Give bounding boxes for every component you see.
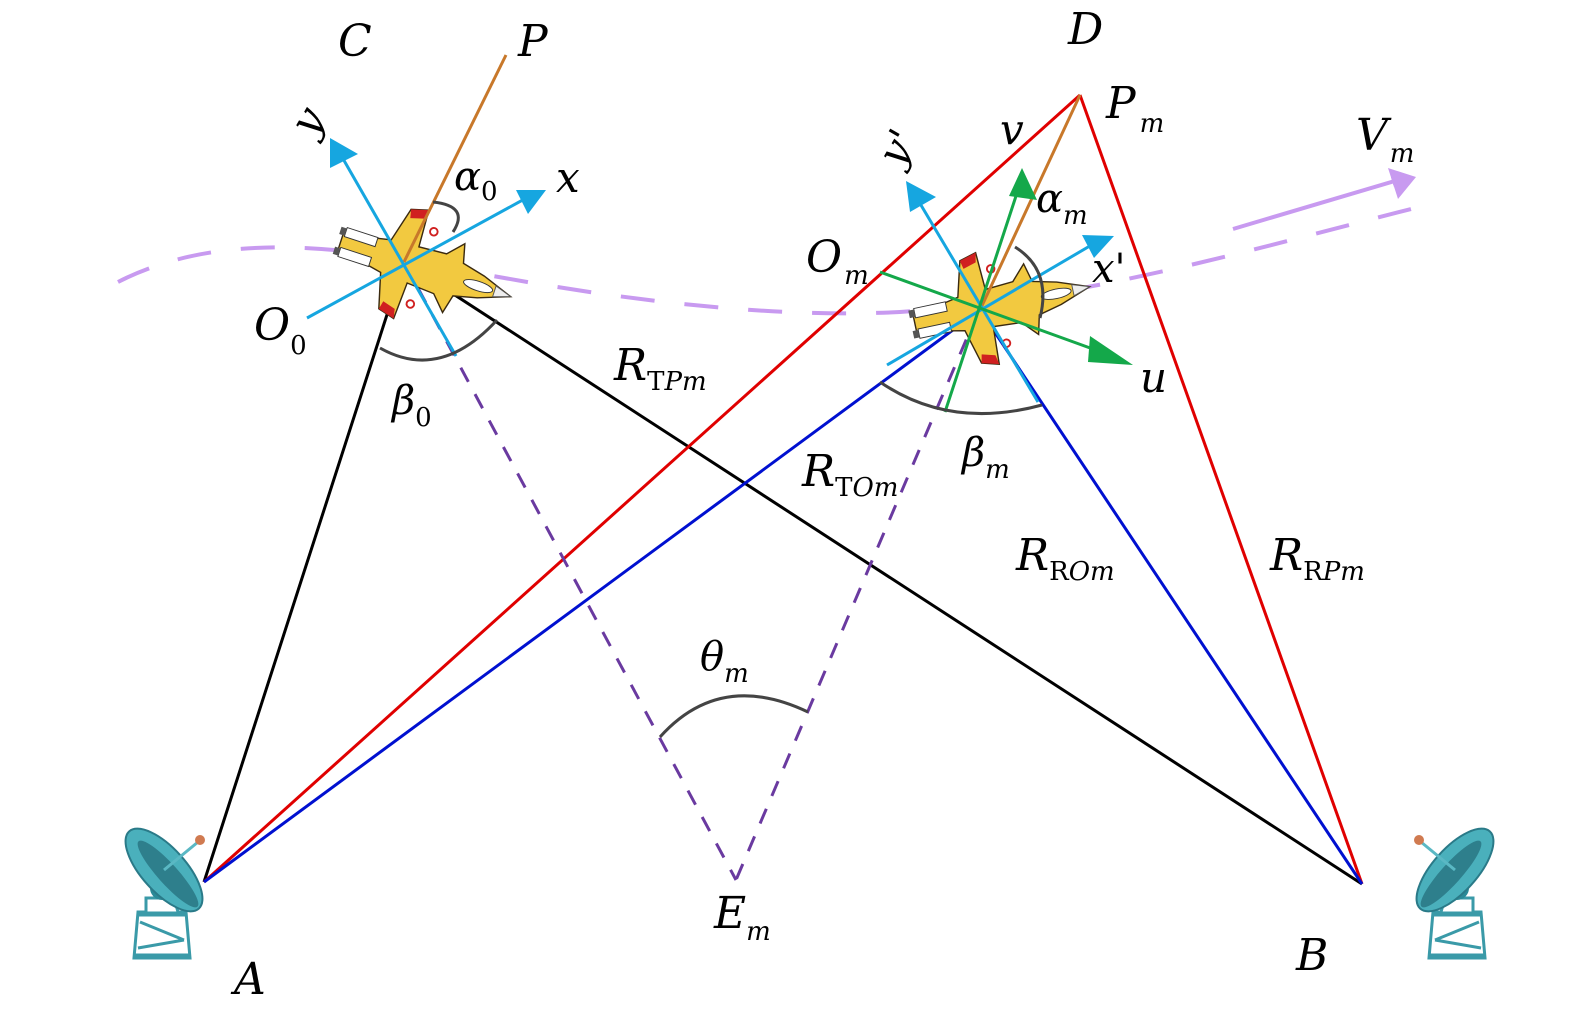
radar-receiver-icon [1404,817,1506,958]
label-beta0-sub: 0 [415,403,432,433]
label-alpham-sub: m [1063,201,1088,231]
y-axis-arrowhead [330,138,358,168]
label-RTOm-sub-roman: T [835,473,853,503]
label-RPm-sub-italic: Pm [1322,557,1365,587]
label-Vm-sub: m [1390,139,1415,169]
label-ROm-main: R [1015,530,1049,581]
label-A: A [230,954,266,1005]
label-Pm-sub: m [1140,109,1165,139]
label-thetam-main: θ [700,634,724,680]
label-u: u [1140,353,1167,402]
arc-thetam [658,694,809,739]
label-RPm: RRPm [1269,530,1365,587]
label-betam: βm [960,430,1010,485]
y-prime-axis [910,189,1040,403]
u-axis-arrowhead [1088,336,1133,365]
arc-beta0 [379,318,499,362]
label-alpha0-sub: 0 [481,177,498,207]
label-Em-main: E [713,888,746,939]
line-Pm-B [1078,94,1364,885]
label-x-prime: x' [1092,246,1126,292]
label-RTPm-sub-italic: Pm [663,367,706,397]
label-alpham-main: α [1036,176,1063,222]
velocity-arrowhead [1388,168,1416,199]
label-RPm-sub-roman: R [1303,557,1324,587]
label-Om: Om [806,232,869,291]
x-prime-axis [886,238,1101,367]
arc-betam [879,380,1043,416]
label-alpha0-main: α [454,154,481,200]
label-O0: O0 [254,300,307,361]
label-O0-sub: 0 [290,331,307,361]
label-alpham: αm [1036,176,1088,231]
y-prime-arrowhead [906,181,936,212]
label-Om-sub: m [844,261,869,291]
v-axis [943,189,1020,413]
label-alpha0: α0 [454,154,498,207]
bisector-Om [734,311,980,881]
label-B: B [1295,930,1328,981]
label-y: y [279,97,335,145]
x-axis-initial [306,194,531,320]
aircraft-icon-initial [318,185,530,352]
line-Om-B [978,309,1364,885]
label-Em: Em [713,888,771,947]
label-thetam-sub: m [724,659,749,689]
label-RTPm: RTPm [613,340,707,397]
label-RTOm-sub-italic: Om [852,473,898,503]
arc-alpham [1014,245,1045,319]
label-Vm: Vm [1356,110,1414,169]
label-ROm-sub-italic: Om [1069,557,1115,587]
label-betam-main: β [960,430,985,476]
label-Vm-main: V [1356,110,1392,161]
arc-alpha0 [432,200,460,233]
aircraft-icon-current [898,229,1103,382]
label-beta0-main: β [390,378,415,424]
label-RTOm-main: R [801,446,835,497]
target-trajectory [117,206,1416,316]
x-prime-arrowhead [1082,235,1114,258]
label-RTOm: RTOm [801,446,898,503]
label-v: v [1000,105,1024,154]
label-x: x [556,153,580,202]
bisector-O0 [402,261,738,881]
label-RPm-main: R [1269,530,1303,581]
label-Em-sub: m [746,917,771,947]
scatterer-line-Om-Pm [978,94,1082,311]
scatterer-line-O0-P [402,54,508,263]
label-D: D [1067,4,1103,55]
line-A-O0 [202,261,406,883]
label-P: P [517,16,549,67]
u-axis [879,270,1116,359]
label-RTPm-main: R [613,340,647,391]
label-O0-main: O [254,300,290,351]
label-thetam: θm [700,634,749,689]
label-betam-sub: m [985,455,1010,485]
label-y-prime: y' [868,122,926,176]
line-O0-B [403,260,1363,886]
line-A-Om [203,308,981,884]
label-RTPm-sub-roman: T [647,367,665,397]
label-ROm: RROm [1015,530,1115,587]
y-axis-initial [336,149,458,357]
x-axis-arrowhead [516,190,546,214]
label-C: C [338,16,372,67]
label-ROm-sub-roman: R [1049,557,1070,587]
label-Pm-main: P [1105,78,1137,129]
label-Om-main: O [806,232,842,283]
v-axis-arrowhead [1009,168,1037,200]
velocity-arrow [1232,176,1402,231]
label-beta0: β0 [390,378,432,433]
line-A-Pm [202,93,1082,884]
radar-transmitter-icon [113,817,215,958]
